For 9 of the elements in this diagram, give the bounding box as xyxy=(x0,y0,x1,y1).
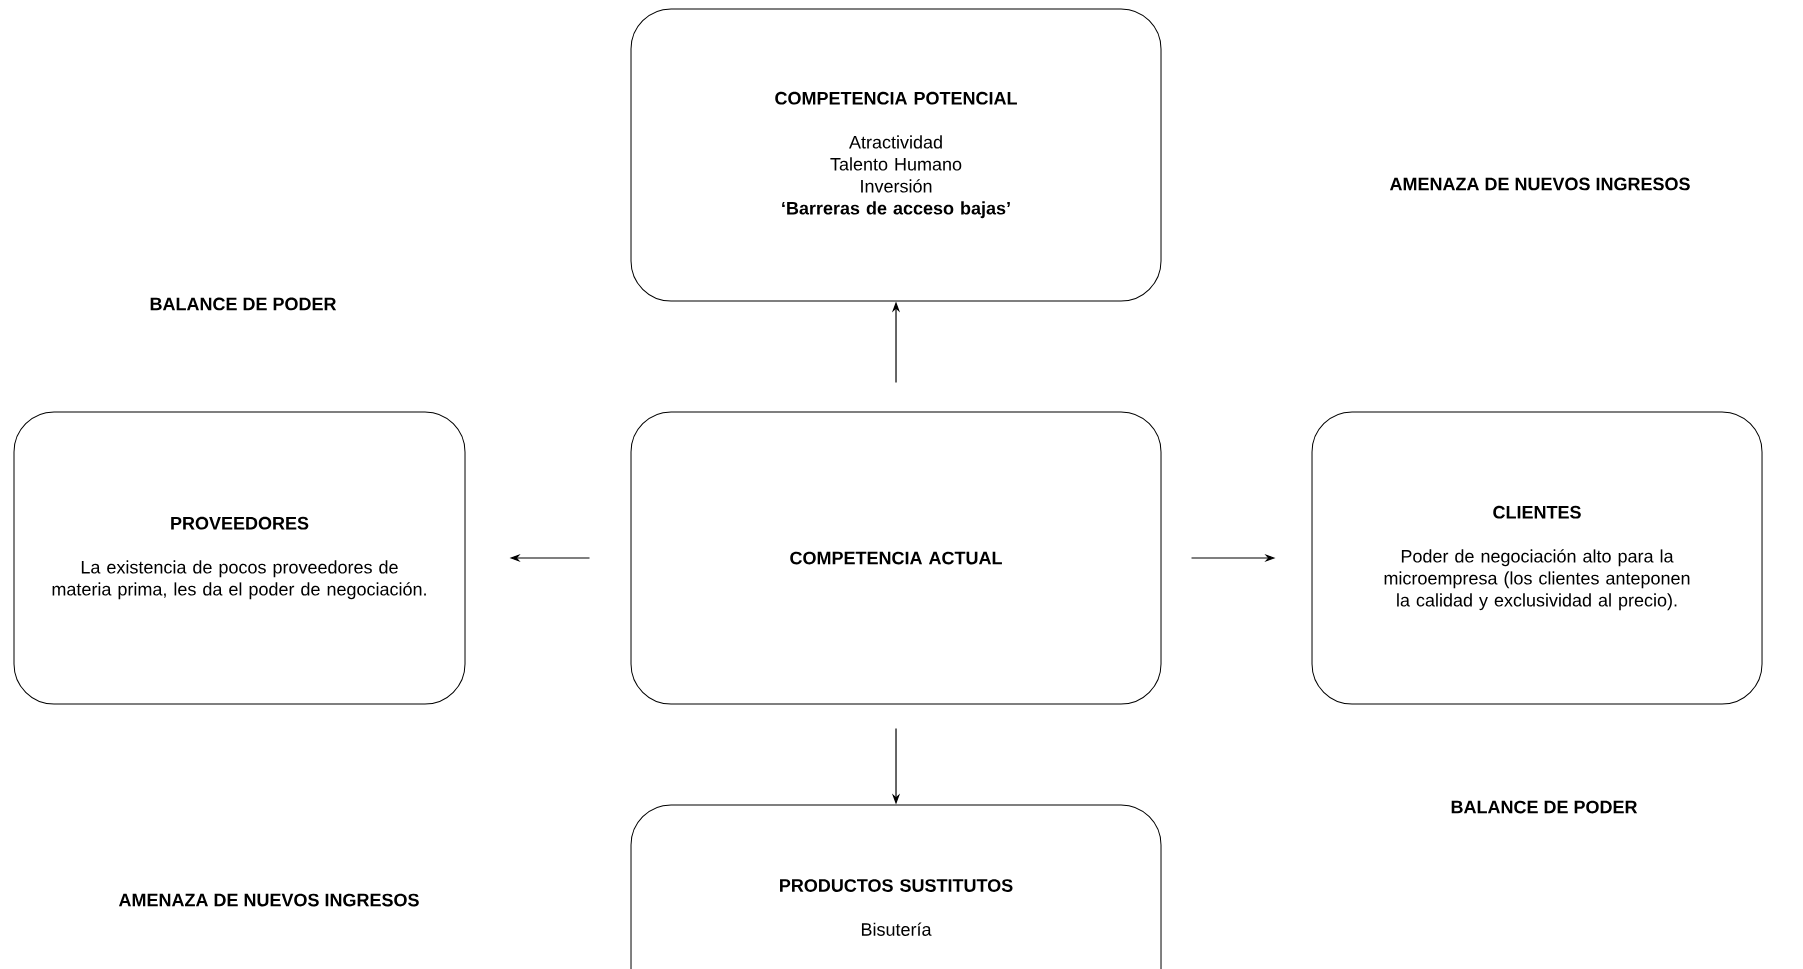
process-box: PRODUCTOS SUSTITUTOS Bisutería xyxy=(630,804,1162,969)
process-box: COMPETENCIA ACTUAL xyxy=(630,411,1162,705)
process-box: PROVEEDORES La existencia de pocos proveedores de materia prima, les da el poder de negociación. xyxy=(13,411,466,705)
heading-label: BALANCE DE PODER xyxy=(1451,800,1638,814)
heading-label: BALANCE DE PODER xyxy=(150,297,337,311)
process-box: COMPETENCIA POTENCIAL Atractividad Talento Humano Inversión ‘Barreras de acceso bajas’ xyxy=(630,8,1162,302)
heading-label: AMENAZA DE NUEVOS INGRESOS xyxy=(1389,177,1690,191)
process-box: CLIENTES Poder de negociación alto para la microempresa (los clientes anteponen la calidad y exclusividad al precio). xyxy=(1311,411,1763,705)
heading-label: AMENAZA DE NUEVOS INGRESOS xyxy=(118,893,419,907)
